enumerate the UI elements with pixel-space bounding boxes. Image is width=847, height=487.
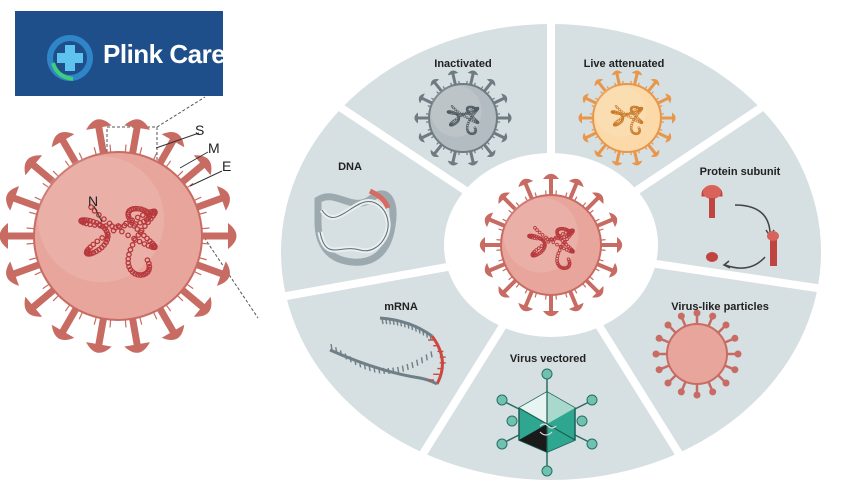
brand-name: Plink Care <box>103 39 226 69</box>
label-virus-like-particles: Virus-like particles <box>671 301 769 313</box>
dna-helix-illustration <box>314 188 397 266</box>
label-n: N <box>88 193 98 209</box>
label-mrna: mRNA <box>384 301 418 313</box>
label-e: E <box>222 158 231 174</box>
zoom-line-top <box>156 96 206 128</box>
label-inactivated: Inactivated <box>434 58 491 70</box>
live-attenuated-virion-illustration <box>578 70 676 166</box>
label-virus-vectored: Virus vectored <box>510 353 586 365</box>
label-protein-subunit: Protein subunit <box>700 166 781 178</box>
virus-like-particle-illustration <box>652 309 742 399</box>
label-s: S <box>195 122 204 138</box>
mrna-strand-illustration <box>329 316 446 386</box>
shield-cross-icon <box>47 35 93 81</box>
coronavirus-virion <box>0 119 237 353</box>
brand-logo: Plink Care <box>15 11 226 96</box>
label-dna: DNA <box>338 161 362 173</box>
center-virion <box>479 173 623 317</box>
inactivated-virion-illustration <box>414 70 512 166</box>
protein-subunit-illustration <box>701 185 779 269</box>
label-m: M <box>208 140 220 156</box>
virus-vector-illustration <box>496 368 598 477</box>
label-live-attenuated: Live attenuated <box>584 58 665 70</box>
